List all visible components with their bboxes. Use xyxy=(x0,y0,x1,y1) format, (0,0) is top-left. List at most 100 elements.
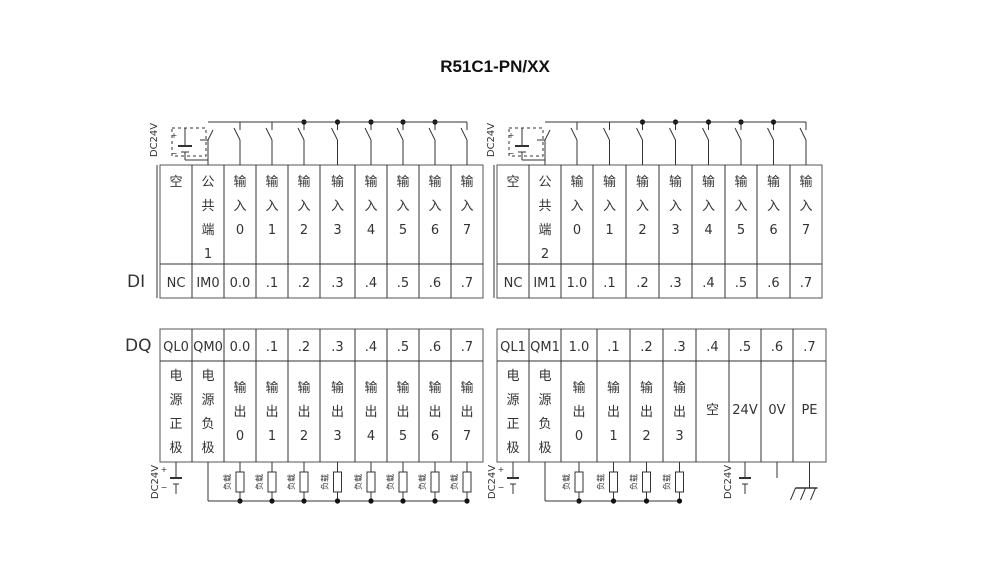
dq-terminal-label: 0 xyxy=(236,429,244,444)
di-terminal-label: 输 xyxy=(767,174,780,190)
dq-terminal-label: 出 xyxy=(364,405,377,420)
di-terminal-label: 入 xyxy=(669,199,682,214)
di-terminal-label: 空 xyxy=(169,175,182,190)
di-terminal-label: 入 xyxy=(636,199,649,214)
di-terminal-label: 输 xyxy=(636,174,649,190)
dq-terminal-label: 空 xyxy=(706,403,719,418)
dq-terminal-label: 6 xyxy=(431,429,439,444)
di-common-switch xyxy=(544,129,551,141)
di-terminal-address: .7 xyxy=(800,276,812,291)
dq-terminal-address: QM1 xyxy=(530,340,560,355)
dq-terminal-address: .7 xyxy=(461,340,473,355)
di-terminal-address: IM0 xyxy=(196,276,219,291)
di-terminal-label: 入 xyxy=(233,199,246,214)
dq-terminal-label: 2 xyxy=(300,429,308,444)
di-terminal-label: 公 xyxy=(538,175,551,190)
dq-terminal-label: 源 xyxy=(201,393,214,408)
dq-terminal-label: 负 xyxy=(538,417,551,432)
dq-terminal-label: 电 xyxy=(538,369,551,384)
load-label: 负载 xyxy=(561,474,571,490)
ground-hatch xyxy=(810,487,816,501)
di-terminal-label: 3 xyxy=(671,223,679,238)
di-supply-label: DC24V xyxy=(486,123,497,157)
dq-bus-junction xyxy=(269,498,275,504)
di-terminal-label: 输 xyxy=(460,174,473,190)
di-switch-contact xyxy=(233,127,241,141)
dq-terminal-label: 出 xyxy=(460,405,473,420)
load-label: 负载 xyxy=(662,474,672,490)
dq-terminal-label: 出 xyxy=(265,405,278,420)
dq-terminal-label: 输 xyxy=(331,380,344,396)
dq-terminal-label: 源 xyxy=(506,393,519,408)
load-label: 负载 xyxy=(254,474,264,490)
dq-supply-label: DC24V xyxy=(487,465,498,499)
dq-terminal-label: 出 xyxy=(607,405,620,420)
di-terminal-address: .5 xyxy=(735,276,747,291)
di-terminal-label: 公 xyxy=(201,175,214,190)
dq-terminal-label: 输 xyxy=(640,380,653,396)
dq-terminal-address: QL0 xyxy=(163,340,189,355)
dq-terminal-label: 极 xyxy=(201,441,214,456)
di-terminal-label: 7 xyxy=(802,223,810,238)
plus-sign: + xyxy=(498,465,505,474)
dq-terminal-label: 源 xyxy=(538,393,551,408)
dq-terminal-label: PE xyxy=(801,403,817,418)
di-terminal-address: .3 xyxy=(331,276,343,291)
di-terminal-address: .1 xyxy=(266,276,278,291)
dq-terminal-label: 3 xyxy=(675,429,683,444)
dq-terminal-address: .6 xyxy=(429,340,441,355)
dq-terminal-label: 输 xyxy=(297,380,310,396)
dq-terminal-label: 输 xyxy=(364,380,377,396)
load-label: 负载 xyxy=(417,474,427,490)
load-resistor xyxy=(333,471,342,493)
di-supply-dashed-box xyxy=(171,127,207,157)
di-common-switch xyxy=(207,129,214,141)
di-terminal-label: 1 xyxy=(204,247,212,262)
load-resistor xyxy=(398,471,408,493)
di-terminal-label: 输 xyxy=(428,174,441,190)
dq-terminal-address: .1 xyxy=(607,340,619,355)
di-switch-contact xyxy=(297,127,305,141)
di-terminal-address: .2 xyxy=(298,276,310,291)
di-terminal-address: NC xyxy=(167,276,186,291)
di-terminal-label: 2 xyxy=(300,223,308,238)
di-terminal-label: 入 xyxy=(364,199,377,214)
di-terminal-label: 入 xyxy=(265,199,278,214)
di-terminal-label: 7 xyxy=(463,223,471,238)
dq-terminal-address: .4 xyxy=(365,340,377,355)
di-terminal-label: 入 xyxy=(799,199,812,214)
di-terminal-address: .3 xyxy=(669,276,681,291)
dq-terminal-address: 0.0 xyxy=(230,340,251,355)
dq-terminal-label: 极 xyxy=(506,441,519,456)
dq-terminal-address: 1.0 xyxy=(569,340,590,355)
dq-terminal-label: 4 xyxy=(367,429,375,444)
di-terminal-label: 端 xyxy=(201,223,214,238)
dq-terminal-label: 输 xyxy=(460,380,473,396)
load-label: 负载 xyxy=(353,474,363,490)
dq-terminal-address: .7 xyxy=(803,340,815,355)
dq-terminal-label: 负 xyxy=(201,417,214,432)
dq-terminal-address: .2 xyxy=(298,340,310,355)
di-terminal-address: .4 xyxy=(702,276,714,291)
di-terminal-label: 输 xyxy=(331,174,344,190)
load-resistor xyxy=(642,471,651,493)
di-terminal-address: .1 xyxy=(603,276,615,291)
load-label: 负载 xyxy=(222,474,232,490)
di-terminal-label: 入 xyxy=(428,199,441,214)
load-resistor xyxy=(267,471,277,493)
plus-sign: + xyxy=(171,131,178,140)
dq-terminal-label: 出 xyxy=(428,405,441,420)
dq-terminal-label: 7 xyxy=(463,429,471,444)
di-switch-contact xyxy=(364,127,372,141)
di-supply-dashed-box xyxy=(508,127,544,157)
di-terminal-label: 入 xyxy=(570,199,583,214)
di-terminal-label: 入 xyxy=(734,199,747,214)
dq-terminal-label: 电 xyxy=(506,369,519,384)
di-terminal-label: 入 xyxy=(331,199,344,214)
dq-terminal-label: 出 xyxy=(572,405,585,420)
dq-terminal-label: 出 xyxy=(396,405,409,420)
dq-terminal-label: 输 xyxy=(572,380,585,396)
dq-bus-junction xyxy=(334,498,341,504)
dq-block-frame xyxy=(159,328,484,463)
